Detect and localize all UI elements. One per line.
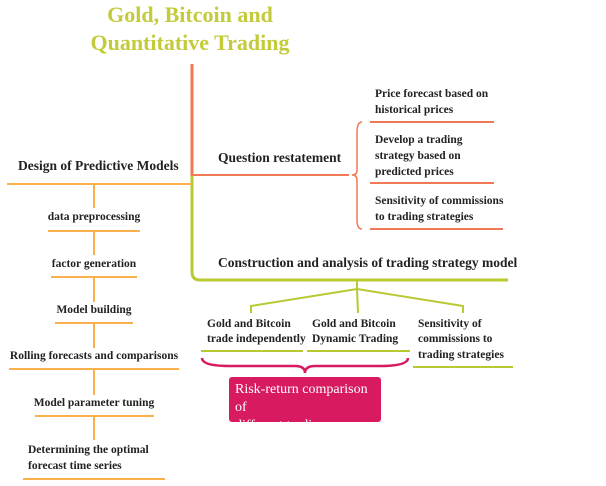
connector	[93, 231, 95, 255]
divider	[413, 366, 513, 368]
title-line1: Gold, Bitcoin and	[107, 2, 273, 27]
question-item-3-line2: to trading strategies	[375, 211, 474, 223]
construction-tree	[250, 281, 464, 314]
question-brace	[351, 121, 363, 230]
strategy-brace	[200, 357, 410, 374]
step-factor-generation: factor generation	[51, 258, 137, 270]
question-item-1-line2: historical prices	[375, 104, 454, 116]
divider	[23, 478, 165, 480]
step-data-preprocessing: data preprocessing	[47, 211, 141, 223]
construction-item-3-line2: commissions to	[418, 333, 493, 345]
divider	[193, 174, 349, 176]
summary-line2: different trading strategies	[235, 418, 327, 451]
construction-item-2-line1: Gold and Bitcoin	[312, 318, 396, 330]
question-item-1-line1: Price forecast based on	[375, 88, 489, 100]
title-line2: Quantitative Trading	[90, 30, 290, 55]
design-predictive-models-label: Design of Predictive Models	[18, 158, 179, 173]
question-item-2-line2: strategy based on	[375, 150, 461, 162]
divider	[370, 182, 494, 184]
construction-item-3-line3: trading strategies	[418, 349, 504, 361]
divider	[370, 228, 503, 230]
risk-return-comparison-box: Risk-return comparison of different trad…	[229, 377, 381, 451]
divider	[201, 350, 303, 352]
question-item-2-line1: Develop a trading	[375, 134, 463, 146]
construction-label: Construction and analysis of trading str…	[218, 255, 518, 270]
question-item-2-line3: predicted prices	[375, 166, 454, 178]
connector	[93, 277, 95, 302]
question-restatement-label: Question restatement	[218, 150, 342, 165]
summary-line1: Risk-return comparison of	[235, 382, 368, 415]
divider	[7, 183, 192, 185]
step-model-building: Model building	[56, 304, 132, 316]
construction-item-3-line1: Sensitivity of	[418, 318, 482, 330]
step-optimal-line1: Determining the optimal	[28, 444, 149, 456]
connector	[93, 369, 95, 395]
construction-item-1-line2: trade independently	[207, 333, 306, 345]
construction-item-1-line1: Gold and Bitcoin	[207, 318, 291, 330]
step-model-parameter-tuning: Model parameter tuning	[33, 397, 155, 409]
connector	[93, 416, 95, 440]
step-rolling-forecasts: Rolling forecasts and comparisons	[9, 350, 179, 362]
connector	[93, 323, 95, 348]
connector	[93, 184, 95, 208]
trunk-green	[190, 176, 508, 282]
divider	[307, 350, 410, 352]
construction-item-2-line2: Dynamic Trading	[312, 333, 399, 345]
divider	[370, 121, 494, 123]
step-optimal-line2: forecast time series	[28, 460, 122, 472]
question-item-3-line1: Sensitivity of commissions	[375, 195, 504, 207]
